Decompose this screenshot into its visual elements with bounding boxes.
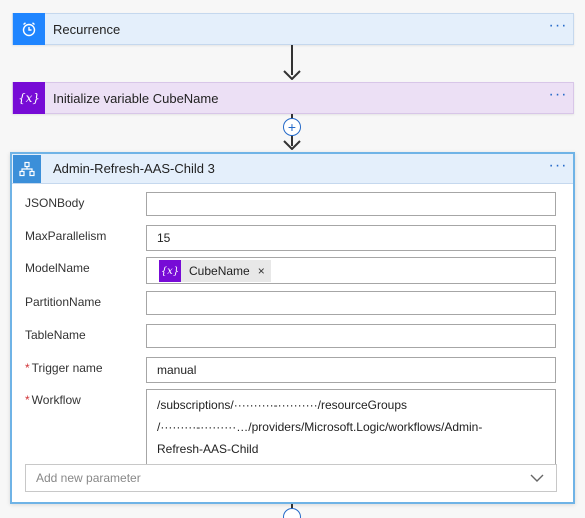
card-header[interactable]: Admin-Refresh-AAS-Child 3 ··· xyxy=(12,154,573,184)
recurrence-title: Recurrence xyxy=(53,21,121,37)
tablename-row: TableName xyxy=(25,324,556,348)
svg-text:{x}: {x} xyxy=(161,266,179,277)
initialize-variable-step[interactable]: {x} Initialize variable CubeName ··· xyxy=(12,82,574,114)
maxparallelism-row: MaxParallelism 15 xyxy=(25,225,556,251)
partitionname-row: PartitionName xyxy=(25,291,556,315)
add-step-button[interactable]: + xyxy=(283,118,301,136)
jsonbody-row: JSONBody xyxy=(25,192,556,216)
add-new-parameter-dropdown[interactable]: Add new parameter xyxy=(25,464,557,492)
add-parameter-placeholder: Add new parameter xyxy=(36,471,141,485)
modelname-row: ModelName {x} CubeName × xyxy=(25,257,556,284)
token-label: CubeName xyxy=(189,263,250,278)
modelname-input[interactable]: {x} CubeName × xyxy=(146,257,556,284)
connector-line xyxy=(291,45,293,75)
arrow-down-icon xyxy=(283,140,301,150)
workflow-line-3: Refresh-AAS-Child xyxy=(157,442,259,456)
variable-icon: {x} xyxy=(13,82,45,114)
plus-icon: + xyxy=(287,119,297,135)
required-marker: * xyxy=(25,361,30,375)
svg-text:{x}: {x} xyxy=(18,91,40,105)
variable-icon: {x} xyxy=(159,259,181,282)
recurrence-menu-button[interactable]: ··· xyxy=(548,17,568,34)
tablename-input[interactable] xyxy=(146,324,556,348)
card-menu-button[interactable]: ··· xyxy=(548,156,568,174)
initialize-variable-title: Initialize variable CubeName xyxy=(53,90,219,106)
maxparallelism-label: MaxParallelism xyxy=(25,229,107,243)
jsonbody-label: JSONBody xyxy=(25,196,85,210)
workflow-line-1: /subscriptions/··········-··········/res… xyxy=(157,398,407,412)
trigger-name-label: *Trigger name xyxy=(25,361,103,375)
jsonbody-input[interactable] xyxy=(146,192,556,216)
workflow-row: *Workflow /subscriptions/··········-····… xyxy=(25,389,556,465)
recurrence-step[interactable]: Recurrence ··· xyxy=(12,13,574,45)
cubename-token[interactable]: {x} CubeName × xyxy=(159,259,271,282)
trigger-name-input[interactable]: manual xyxy=(146,357,556,383)
remove-token-button[interactable]: × xyxy=(257,263,265,278)
chevron-down-icon xyxy=(530,474,544,482)
add-step-button[interactable] xyxy=(283,508,301,518)
workflow-input[interactable]: /subscriptions/··········-··········/res… xyxy=(146,389,556,465)
trigger-name-row: *Trigger name manual xyxy=(25,357,556,383)
partitionname-label: PartitionName xyxy=(25,295,102,309)
card-title: Admin-Refresh-AAS-Child 3 xyxy=(53,161,215,176)
maxparallelism-input[interactable]: 15 xyxy=(146,225,556,251)
tablename-label: TableName xyxy=(25,328,86,342)
workflow-action-card: Admin-Refresh-AAS-Child 3 ··· JSONBody M… xyxy=(10,152,575,504)
alarm-clock-icon xyxy=(13,13,45,45)
workflow-line-2: /·········-·········…/providers/Microsof… xyxy=(157,420,483,434)
workflow-hierarchy-icon xyxy=(13,154,41,183)
required-marker: * xyxy=(25,393,30,407)
workflow-label: *Workflow xyxy=(25,393,81,407)
initialize-variable-menu-button[interactable]: ··· xyxy=(548,86,568,103)
partitionname-input[interactable] xyxy=(146,291,556,315)
arrow-down-icon xyxy=(283,70,301,80)
modelname-label: ModelName xyxy=(25,261,90,275)
